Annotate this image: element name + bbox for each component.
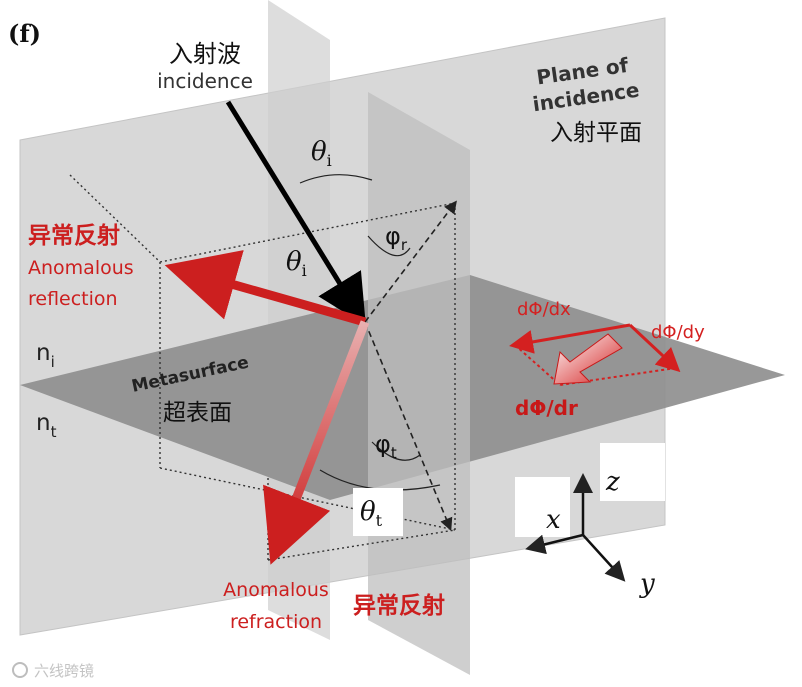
metasurface-zh: 超表面 xyxy=(163,400,232,426)
x-label-box xyxy=(515,477,570,537)
theta-i-mid-label: θi xyxy=(286,247,307,280)
anomalous-refraction-line1: Anomalous xyxy=(223,579,329,601)
theta-t-label: θt xyxy=(360,497,383,530)
dphi-dx-arrow xyxy=(509,323,631,354)
refraction-projection xyxy=(364,321,453,531)
axis-z-label: z xyxy=(605,467,620,497)
n-i-label: ni xyxy=(36,340,55,371)
theta-t-box xyxy=(353,488,403,536)
dphi-dr-label: dΦ/dr xyxy=(515,396,578,420)
watermark-logo xyxy=(12,662,28,678)
theta-i-top-label: θi xyxy=(311,137,332,170)
watermark-text: 六线跨镜 xyxy=(34,662,94,680)
dphi-dx-label: dΦ/dx xyxy=(517,299,571,320)
dphi-dr-arrow xyxy=(553,333,623,385)
incident-arrow xyxy=(225,100,366,326)
panel-label: (f) xyxy=(8,19,41,48)
incidence-zh: 入射波 xyxy=(169,40,241,68)
reflection-projection xyxy=(364,200,457,323)
coordinate-axes xyxy=(525,473,626,582)
phi-t-arc xyxy=(371,441,421,461)
reflection-arrow xyxy=(164,250,367,327)
n-t-label: nt xyxy=(36,410,57,441)
phi-r-arc xyxy=(367,235,411,257)
incidence-en: incidence xyxy=(157,69,253,93)
anomalous-reflection-zh: 异常反射 xyxy=(28,222,120,249)
anomalous-refraction-line2: refraction xyxy=(230,611,322,633)
phi-t-label: φt xyxy=(375,430,397,462)
anomalous-reflection-line1: Anomalous xyxy=(28,257,134,279)
dphi-dy-label: dΦ/dy xyxy=(651,322,705,343)
anomalous-refraction-zh: 异常反射 xyxy=(353,592,445,619)
phi-r-label: φr xyxy=(385,222,408,254)
dphi-dx-dashed xyxy=(514,344,561,386)
plane-of-incidence-zh: 入射平面 xyxy=(550,120,642,146)
theta-i-arc xyxy=(299,174,373,184)
z-label-box xyxy=(600,443,665,501)
refraction-arrow xyxy=(263,320,370,565)
dphi-dy-arrow xyxy=(628,323,681,373)
axis-x-label: x xyxy=(546,505,561,535)
anomalous-reflection-line2: reflection xyxy=(28,288,118,310)
axis-y-label: y xyxy=(639,569,655,599)
